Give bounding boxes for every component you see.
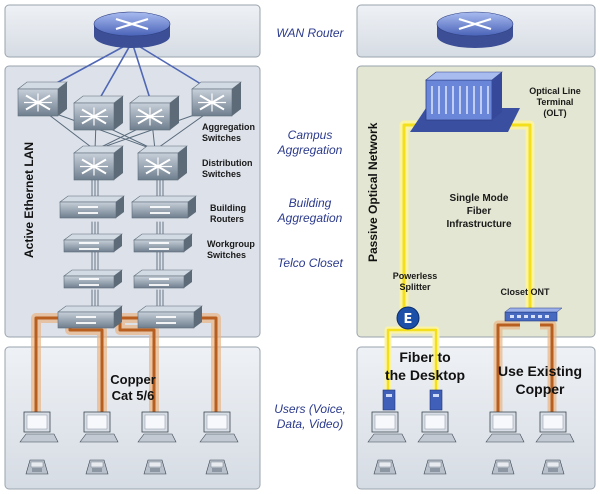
pon-computer-icon-1 [367, 411, 407, 443]
closet-ont-label: Closet ONT [500, 287, 550, 297]
distribution-switches-label: Distribution Switches [202, 158, 253, 179]
lan-computer-icon-2 [79, 411, 119, 443]
aggregation-switches-label: Aggregation Switches [202, 122, 255, 143]
splitter-label: Powerless Splitter [392, 271, 438, 292]
lan-phone-icon-1 [25, 459, 49, 475]
copper-cat-label: Copper Cat 5/6 [110, 372, 156, 403]
olt-label: Optical Line Terminal (OLT) [529, 86, 581, 118]
wan-link-2 [131, 41, 153, 106]
splitter-icon: E [396, 306, 420, 330]
ont-copper-1 [540, 323, 554, 412]
pon-computer-icon-3 [485, 411, 525, 443]
lan-computer-icon-1 [19, 411, 59, 443]
passive-optical-network-title: Passive Optical Network [366, 122, 380, 262]
olt-icon [410, 71, 520, 132]
distribution-switch-icon-2 [137, 145, 188, 181]
pon-phone-icon-2 [423, 459, 447, 475]
telco-switch-icon-2 [137, 305, 203, 329]
workgroup-switch-icon-1 [63, 233, 123, 253]
copper-cable-2 [118, 316, 156, 412]
lan-wan-router-icon [93, 11, 171, 48]
active-ethernet-lan-title: Active Ethernet LAN [22, 141, 36, 258]
pon-wan-router-icon [436, 11, 514, 48]
copper-cable-0 [34, 316, 60, 412]
ont-copper-0 [496, 323, 520, 412]
aggregation-switch-icon-1 [17, 81, 68, 117]
fiber-desktop-transceiver-icon-1 [382, 389, 396, 411]
lan-phone-icon-2 [85, 459, 109, 475]
campus-aggregation-label: Campus Aggregation [277, 128, 343, 157]
building-aggregation-label: Building Aggregation [277, 196, 343, 225]
distribution-switch-icon-1 [73, 145, 124, 181]
pon-computer-icon-4 [535, 411, 575, 443]
lan-phone-icon-3 [143, 459, 167, 475]
pon-computer-icon-2 [417, 411, 457, 443]
aggregation-switch-icon-2 [73, 95, 124, 131]
pon-phone-icon-1 [373, 459, 397, 475]
fiber-desktop-transceiver-icon-2 [429, 389, 443, 411]
lan-users-panel [4, 346, 261, 490]
lan-computer-icon-4 [199, 411, 239, 443]
users-label: Users (Voice, Data, Video) [274, 402, 346, 431]
building-router-icon-2 [131, 195, 197, 219]
pon-main-panel [356, 65, 596, 338]
pon-phone-icon-4 [541, 459, 565, 475]
pon-phone-icon-3 [491, 459, 515, 475]
use-existing-copper-label: Use Existing Copper [497, 363, 583, 397]
fiber-drop-0 [386, 328, 404, 393]
fiber-drop-1 [404, 328, 438, 393]
lan-computer-icon-3 [137, 411, 177, 443]
workgroup-switch-icon-3 [63, 269, 123, 289]
pon-users-panel [356, 346, 596, 490]
building-router-icon-1 [59, 195, 125, 219]
lan-phone-icon-4 [205, 459, 229, 475]
workgroup-switches-label: Workgroup Switches [207, 239, 255, 260]
fiber-to-desktop-label: Fiber to the Desktop [384, 349, 466, 383]
telco-switch-icon-1 [57, 305, 123, 329]
wan-router-label: WAN Router [276, 26, 344, 40]
telco-closet-label: Telco Closet [277, 256, 343, 270]
building-routers-label: Building Routers [210, 203, 246, 224]
fiber-infrastructure-label: Single Mode Fiber Infrastructure [446, 193, 512, 230]
aggregation-switch-icon-4 [191, 81, 242, 117]
workgroup-switch-icon-4 [133, 269, 193, 289]
svg-text:E: E [404, 312, 413, 327]
workgroup-switch-icon-2 [133, 233, 193, 253]
aggregation-switch-icon-3 [129, 95, 180, 131]
ont-icon [504, 307, 563, 322]
wan-link-1 [95, 41, 133, 106]
